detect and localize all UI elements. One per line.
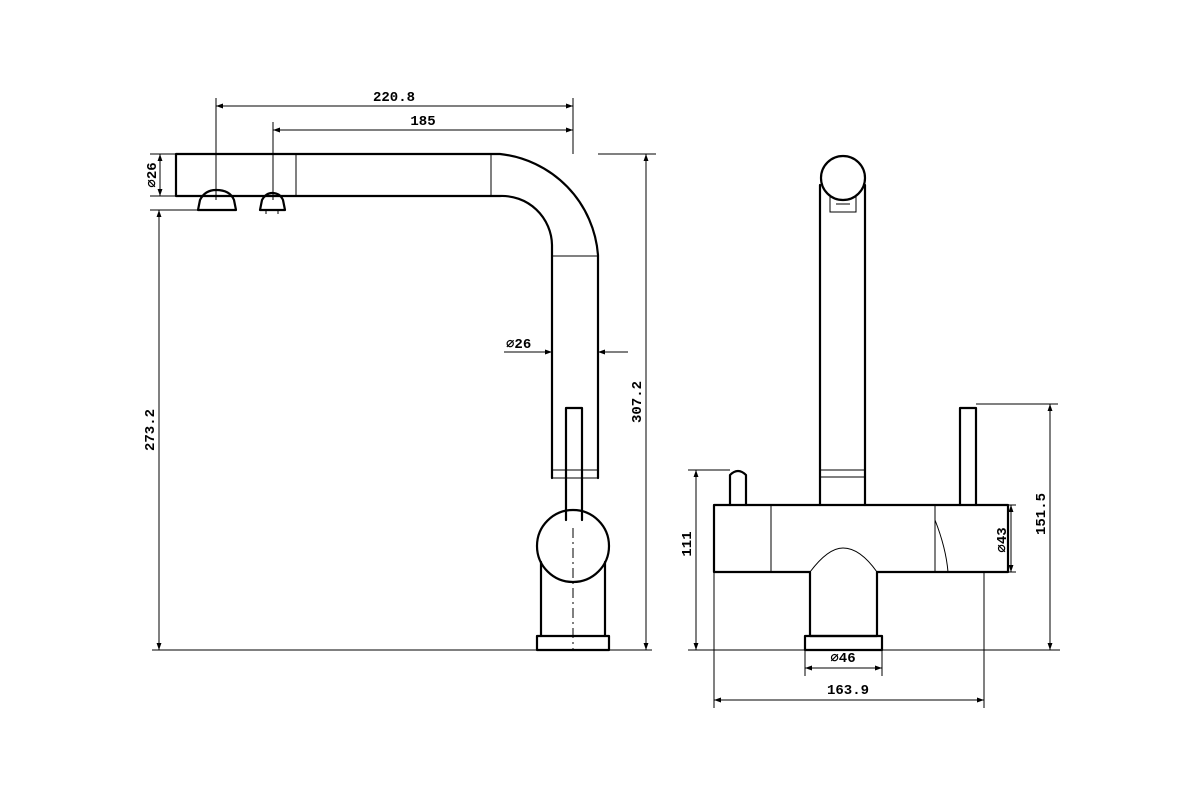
dim-handle-height: 151.5 — [1034, 493, 1050, 535]
front-body — [712, 503, 1010, 638]
dim-tube-diameter: ∅26 — [506, 337, 531, 353]
front-right-lever — [958, 406, 978, 507]
side-spout-outline — [174, 152, 600, 480]
dim-outlet-height: 273.2 — [143, 409, 159, 451]
side-outlet-large — [196, 188, 238, 212]
front-base — [803, 634, 884, 652]
front-left-knob — [728, 469, 748, 507]
side-view: 220.8 185 ∅26 ∅26 273.2 307.2 — [143, 90, 656, 652]
dim-base-diameter: ∅46 — [830, 651, 855, 667]
dim-total-height: 307.2 — [630, 381, 646, 423]
dim-total-width: 163.9 — [827, 683, 869, 699]
dim-spout-reach: 185 — [410, 114, 435, 130]
dim-total-reach: 220.8 — [373, 90, 415, 106]
side-lever — [564, 406, 584, 522]
dim-body-height: 111 — [680, 531, 696, 556]
front-spout-tube — [818, 183, 867, 507]
side-outlet-small — [258, 191, 287, 212]
front-spout-cap — [819, 154, 867, 202]
side-neck — [539, 560, 607, 638]
dim-outlet-diameter: ∅26 — [145, 162, 161, 187]
dim-body-diameter: ∅43 — [995, 527, 1011, 552]
front-view: 111 151.5 ∅43 ∅46 163.9 — [680, 154, 1060, 708]
